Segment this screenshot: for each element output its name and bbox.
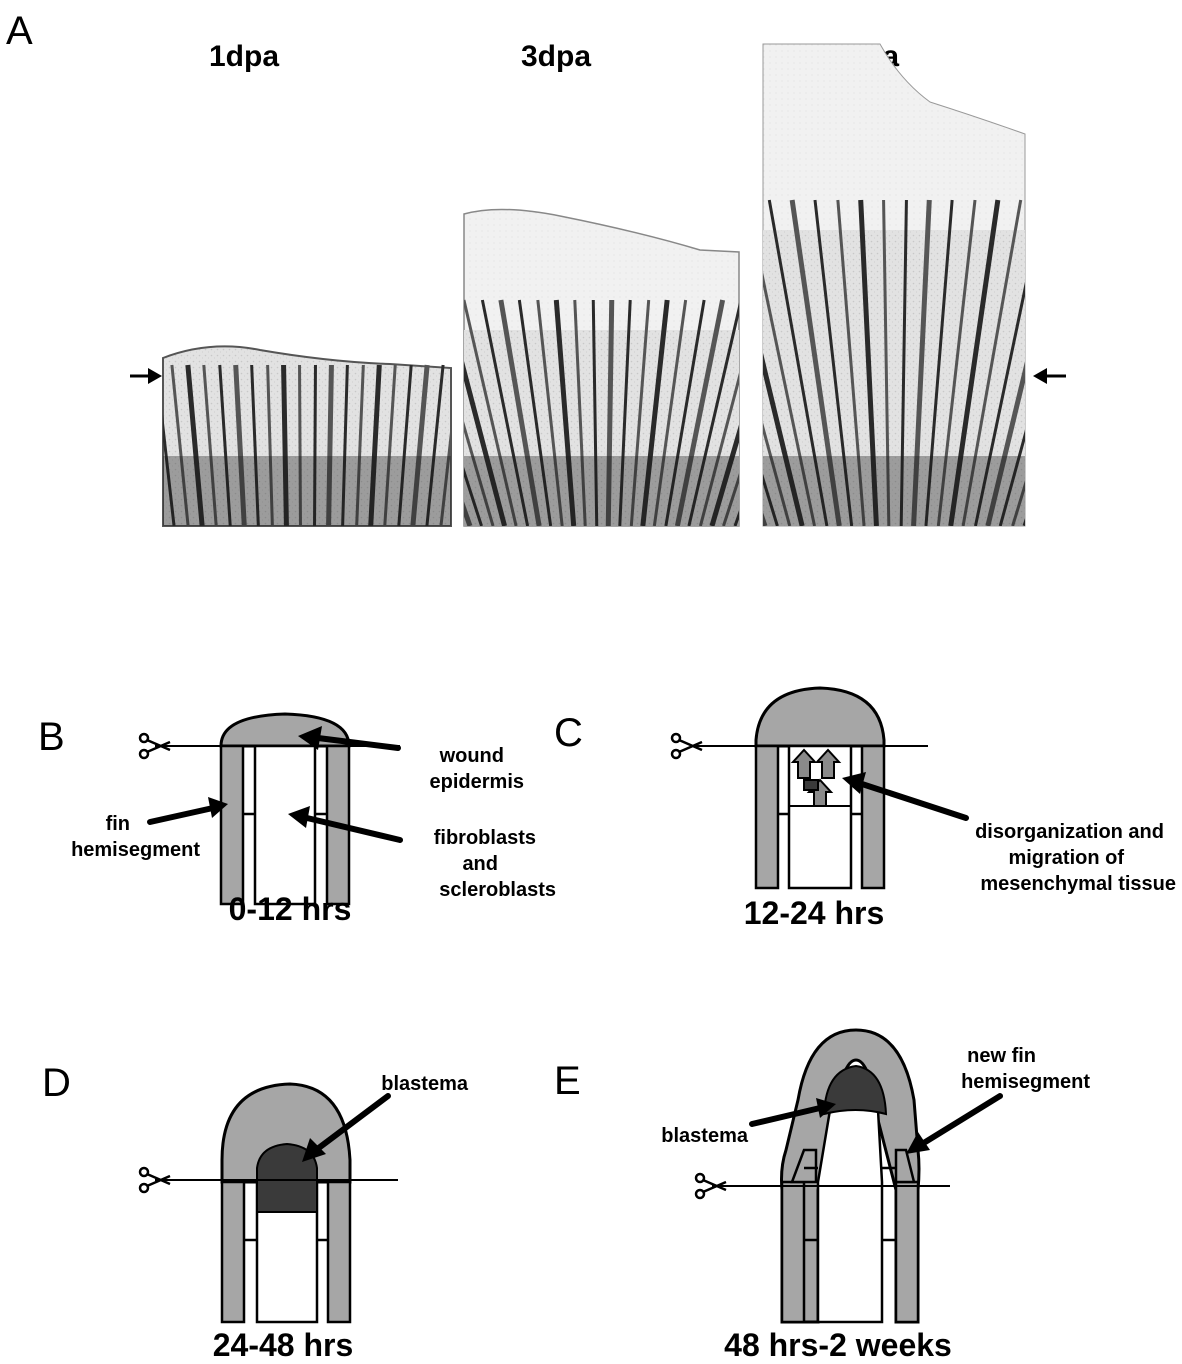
fin-ray-texture bbox=[1013, 200, 1113, 526]
label-new-hemisegment: hemisegment bbox=[961, 1071, 1090, 1093]
fin-ray-texture bbox=[140, 365, 160, 526]
fin-ray-right bbox=[862, 746, 884, 888]
fin-ray-texture bbox=[1025, 200, 1135, 526]
panel-c: C disorganization and migration of mesen… bbox=[554, 688, 1176, 931]
panel-letter-c: C bbox=[554, 711, 583, 755]
panel-e: E new fin hemisegment blastema 48 hrs-2 … bbox=[554, 1030, 1090, 1363]
time-label-b: 0-12 hrs bbox=[229, 891, 352, 927]
panel-a: A 1dpa 3dpa 6dpa bbox=[6, 9, 1135, 526]
wound-epidermis bbox=[756, 688, 884, 746]
label-wound: wound bbox=[439, 745, 504, 767]
label-disorganization: disorganization and bbox=[975, 821, 1164, 843]
label-new-fin: new fin bbox=[967, 1045, 1036, 1067]
panel-letter-d: D bbox=[42, 1061, 71, 1105]
label-fibroblasts: fibroblasts bbox=[434, 827, 536, 849]
arrow-icon bbox=[1033, 368, 1066, 384]
fin-ray-left bbox=[756, 746, 778, 888]
panel-letter-e: E bbox=[554, 1059, 581, 1103]
fin-ray-left bbox=[222, 1182, 244, 1322]
time-label-d: 24-48 hrs bbox=[213, 1327, 354, 1363]
label-mesenchymal: mesenchymal tissue bbox=[980, 873, 1176, 895]
fin-base-shading bbox=[450, 456, 755, 526]
photo-title-1dpa: 1dpa bbox=[209, 40, 279, 73]
panel-b: B wound epidermis fin hemisegment fibrob… bbox=[38, 714, 556, 927]
fin-ray-left bbox=[782, 1182, 804, 1322]
label-fin: fin bbox=[106, 813, 130, 835]
label-blastema: blastema bbox=[381, 1073, 469, 1095]
panel-letter-b: B bbox=[38, 715, 65, 759]
fin-base-shading bbox=[140, 456, 475, 526]
photo-title-3dpa: 3dpa bbox=[521, 40, 591, 73]
label-and: and bbox=[462, 853, 498, 875]
label-migration: migration of bbox=[1008, 847, 1124, 869]
fin-photo-1dpa bbox=[140, 346, 475, 526]
label-epidermis: epidermis bbox=[430, 771, 524, 793]
panel-d: D blastema 24-48 hrs bbox=[42, 1061, 469, 1363]
fin-ray-left bbox=[221, 746, 243, 904]
time-label-e: 48 hrs-2 weeks bbox=[724, 1327, 952, 1363]
panel-letter-a: A bbox=[6, 9, 33, 53]
fin-base-shading bbox=[745, 456, 1045, 526]
label-hemisegment: hemisegment bbox=[71, 839, 200, 861]
time-label-c: 12-24 hrs bbox=[744, 895, 885, 931]
fin-photo-3dpa bbox=[390, 209, 815, 526]
fin-ray-right bbox=[896, 1182, 918, 1322]
arrow-icon bbox=[130, 368, 162, 384]
label-scleroblasts: scleroblasts bbox=[439, 879, 556, 901]
fin-ray-right bbox=[328, 1182, 350, 1322]
mesenchyme bbox=[818, 1105, 882, 1322]
label-blastema: blastema bbox=[661, 1125, 749, 1147]
